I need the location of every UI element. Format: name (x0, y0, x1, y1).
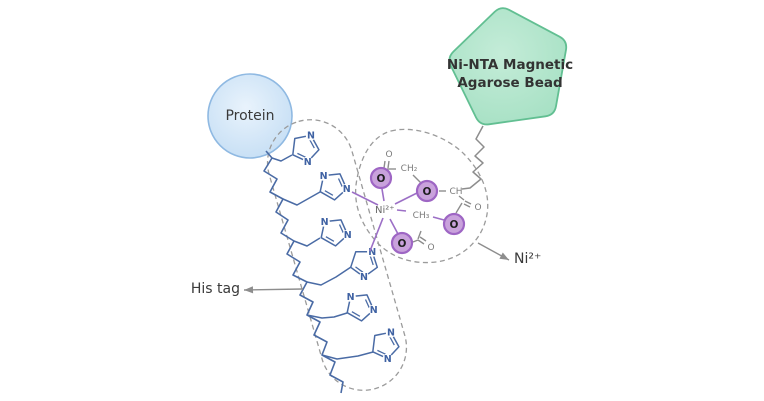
imidazole-nitrogen-label: N (307, 131, 315, 142)
methyl-label: CH₃ (413, 211, 430, 221)
imidazole-ring-outline (349, 250, 379, 278)
nitrogen-mask (302, 156, 313, 167)
oxygen-donor-label-3: O (450, 219, 459, 231)
double-bond-tick (337, 178, 343, 188)
double-bond-tick (324, 190, 334, 196)
nitrogen-mask (385, 327, 397, 338)
nickel-center-label: Ni²⁺ (375, 205, 395, 216)
protein-label: Protein (225, 108, 275, 124)
imidazole-nitrogen-label: N (320, 171, 328, 182)
imidazole-nitrogen-label: N (384, 354, 392, 365)
imidazole-nitrogen-label: N (304, 157, 312, 168)
imidazole-ring-1 (292, 130, 320, 167)
nta-skeleton-bond-9 (463, 203, 471, 208)
nta-skeleton-bond-7 (458, 195, 465, 201)
coordination-bond-2 (394, 192, 418, 205)
nitrogen-mask (358, 271, 370, 283)
nitrogen-mask (319, 216, 330, 227)
his-tag-label: His tag (190, 281, 240, 297)
double-bond-tick (377, 349, 386, 355)
oxygen-donor-circle-4 (390, 231, 414, 255)
nickel-ion-arrow-head (499, 252, 509, 260)
bead-label-line2: Agarose Bead (457, 74, 563, 91)
his-side-chain-1 (271, 154, 293, 162)
imidazole-nitrogen-label: N (370, 305, 378, 316)
nta-skeleton-bond-14 (417, 230, 422, 240)
imidazole-nitrogen-label: N (344, 230, 352, 241)
protein-circle (207, 73, 293, 159)
imidazole-nitrogen-label: N (321, 217, 329, 228)
imidazole-ring-5 (345, 291, 379, 322)
carbonyl-oxygen-top: O (385, 150, 392, 160)
carbonyl-oxygen-right: O (474, 203, 481, 213)
coordination-bond-3 (389, 218, 399, 235)
imidazole-nitrogen-label: N (343, 184, 351, 195)
nta-skeleton-bond-2 (387, 160, 390, 169)
nitrogen-mask (382, 353, 393, 364)
nickel-ion-label: Ni²⁺ (514, 251, 542, 267)
nitrogen-mask (305, 130, 317, 141)
nta-skeleton-bond-5 (412, 174, 422, 184)
his-side-chain-2 (282, 191, 321, 206)
nitrogen-mask (368, 304, 379, 316)
nitrogen-mask (318, 170, 329, 181)
imidazole-nitrogen-label: N (387, 328, 395, 339)
oxygen-donor-circle-1 (369, 166, 393, 190)
double-bond-tick (369, 255, 374, 266)
coordination-bond-1 (381, 188, 385, 202)
double-bond-tick (297, 152, 306, 158)
his-side-chain-6 (321, 351, 374, 360)
agarose-bead-pentagon (448, 7, 568, 126)
imidazole-ring-6 (372, 327, 400, 364)
double-bond-tick (355, 266, 364, 273)
double-bond-tick (364, 299, 370, 309)
his-side-chain-4 (306, 266, 352, 286)
nitrogen-mask (367, 246, 378, 257)
coordination-bond-6 (396, 209, 407, 212)
carbonyl-oxygen-bottom: O (427, 243, 434, 253)
imidazole-nitrogen-label: N (360, 272, 368, 283)
imidazole-ring-2 (318, 170, 352, 201)
oxygen-donor-circle-2 (415, 179, 439, 203)
nta-skeleton-bond-8 (464, 200, 472, 205)
coordination-bond-5 (369, 217, 384, 252)
imidazole-ring-4 (349, 246, 379, 283)
nta-skeleton-bond-12 (417, 239, 425, 245)
coordination-bond-7 (432, 216, 445, 221)
nta-skeleton-bond-1 (383, 160, 386, 169)
double-bond-tick (389, 336, 395, 346)
double-bond-tick (309, 139, 315, 149)
his-tag-arrow-line (243, 288, 304, 291)
imidazole-ring-3 (319, 216, 353, 247)
oxygen-donor-label-1: O (377, 173, 386, 185)
his-side-chain-3 (293, 237, 321, 247)
double-bond-tick (351, 311, 361, 317)
nta-skeleton-bond-10 (455, 202, 463, 214)
his-side-chain-5 (306, 312, 348, 319)
imidazole-nitrogen-label: N (347, 292, 355, 303)
methine-label: CH (449, 187, 462, 197)
imidazole-ring-outline (372, 331, 400, 360)
nickel-complex-outline (354, 128, 489, 264)
imidazole-nitrogen-label: N (368, 247, 376, 258)
methylene-label: CH₂ (401, 164, 418, 174)
nitrogen-mask (341, 183, 352, 195)
oxygen-donor-label-2: O (423, 186, 432, 198)
oxygen-donor-circle-3 (442, 212, 466, 236)
his-tag-arrow-head (244, 286, 254, 294)
nta-skeleton-bond-13 (419, 236, 427, 242)
double-bond-tick (325, 236, 335, 242)
double-bond-tick (338, 224, 344, 234)
nta-skeleton-bond-11 (412, 239, 419, 243)
bead-linker-chain (461, 125, 485, 190)
bead-label-line1: Ni-NTA Magnetic (446, 57, 574, 73)
nitrogen-mask (345, 291, 356, 302)
imidazole-ring-outline (292, 134, 320, 163)
coordination-bond-4 (351, 191, 379, 206)
nitrogen-mask (342, 229, 353, 241)
oxygen-donor-label-4: O (398, 238, 407, 250)
bead-label: Ni-NTA Magnetic Agarose Bead (437, 57, 583, 92)
